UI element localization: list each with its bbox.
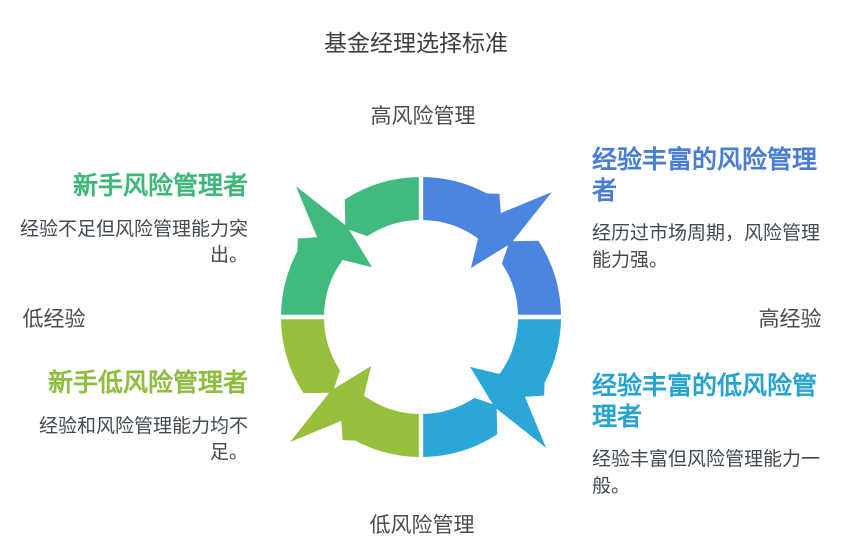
- cycle-arc-bottom-right: [423, 319, 561, 457]
- quadrant-experienced-high-risk: 经验丰富的风险管理 者 经历过市场周期，风险管理 能力强。: [592, 145, 834, 273]
- cycle-arc-bottom-left: [281, 319, 419, 457]
- quadrant-description: 经验和风险管理能力均不 足。: [38, 414, 248, 464]
- page-title: 基金经理选择标准: [324, 31, 508, 57]
- axis-label-low-experience: 低经验: [22, 307, 86, 331]
- quadrant-novice-low-risk: 新手低风险管理者 经验和风险管理能力均不 足。: [6, 368, 248, 466]
- quadrant-heading: 经验丰富的低风险管 理者: [592, 371, 818, 431]
- quadrant-description: 经历过市场周期，风险管理 能力强。: [592, 222, 821, 271]
- quadrant-heading: 经验丰富的风险管理 者: [592, 145, 818, 205]
- quadrant-novice-high-risk: 新手风险管理者 经验不足但风险管理能力突 出。: [6, 171, 248, 269]
- quadrant-experienced-low-risk: 经验丰富的低风险管 理者 经验丰富但风险管理能力一 般。: [592, 371, 834, 499]
- quadrant-description: 经验不足但风险管理能力突 出。: [19, 217, 248, 267]
- axis-label-low-risk-management: 低风险管理: [369, 513, 475, 537]
- axis-label-high-experience: 高经验: [758, 307, 822, 331]
- quadrant-heading: 新手低风险管理者: [47, 368, 248, 397]
- cycle-arrows-graphic: [281, 177, 561, 457]
- axis-label-high-risk-management: 高风险管理: [370, 104, 476, 128]
- cycle-arc-top-right: [423, 177, 561, 315]
- quadrant-description: 经验丰富但风险管理能力一 般。: [592, 448, 821, 497]
- quadrant-heading: 新手风险管理者: [72, 171, 248, 200]
- cycle-arc-top-left: [281, 177, 419, 315]
